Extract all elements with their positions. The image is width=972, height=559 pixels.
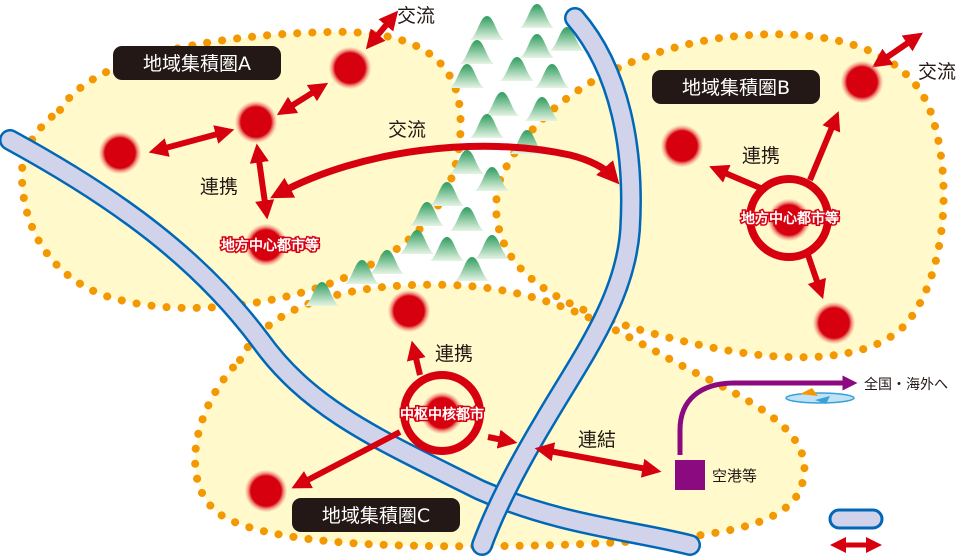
hub-ring-b [746, 175, 832, 261]
label-cooperation-a: 連携 [200, 176, 238, 198]
label-cooperation-c: 連携 [435, 343, 473, 365]
air-route-arrow [677, 375, 858, 455]
region-a-title: 地域集積圏A [113, 46, 281, 80]
region-c-area [191, 280, 809, 551]
city-marker [661, 125, 703, 167]
city-marker [841, 61, 883, 103]
region-c-title: 地域集積圏C [292, 498, 460, 532]
svg-text:地域集積圏C: 地域集積圏C [322, 505, 430, 527]
label-national-overseas: 全国・海外へ [864, 376, 948, 393]
label-connection: 連結 [578, 429, 616, 451]
road-icon [828, 508, 884, 530]
city-marker [768, 199, 810, 241]
region-b-title: 地域集積圏B [652, 70, 820, 104]
label-exchange-right: 交流 [918, 61, 956, 83]
cities [99, 47, 883, 512]
hub-ring-c [400, 371, 484, 455]
city-marker [245, 224, 287, 266]
road-diagonal [0, 129, 701, 556]
label-exchange-top: 交流 [397, 5, 435, 27]
airplane-icon [785, 388, 855, 404]
exchange-arc-a-b [270, 142, 620, 199]
city-marker [388, 290, 430, 332]
city-marker [99, 132, 141, 174]
label-airport: 空港等 [712, 467, 757, 485]
road-vertical [471, 7, 642, 556]
svg-text:地域集積圏A: 地域集積圏A [143, 53, 251, 75]
legend [828, 508, 884, 554]
region-a-area [17, 27, 465, 312]
region-a-links [148, 10, 399, 220]
airport-icon [675, 460, 705, 490]
region-c-links [291, 340, 662, 489]
city-marker [421, 392, 463, 434]
label-exchange-middle: 交流 [388, 119, 426, 141]
hub-label-a: 地方中心都市等 [221, 237, 319, 254]
city-marker [813, 302, 855, 344]
svg-text:地域集積圏B: 地域集積圏B [682, 77, 790, 99]
hub-label-b: 地方中心都市等 [741, 210, 839, 227]
city-marker [245, 470, 287, 512]
region-b-links [709, 32, 923, 300]
hub-label-c: 中枢中核都市 [400, 406, 484, 423]
city-marker [235, 101, 277, 143]
label-cooperation-b: 連携 [742, 145, 780, 167]
city-marker [329, 47, 371, 89]
